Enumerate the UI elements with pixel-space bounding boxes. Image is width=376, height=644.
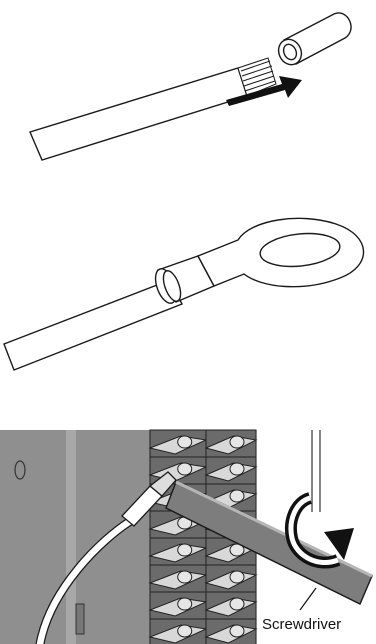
- terminal-screw: [230, 625, 244, 637]
- terminal-screw: [178, 625, 192, 637]
- wire-and-sleeve-illustration: [0, 0, 376, 170]
- terminal-screw: [178, 544, 192, 556]
- panel-hole: [15, 461, 25, 479]
- terminal-screw: [230, 463, 244, 475]
- ring-terminal-illustration: [0, 200, 376, 380]
- label-leader: [300, 588, 316, 610]
- wire-insulation: [4, 280, 182, 370]
- panel-slot: [76, 604, 84, 634]
- ring-terminal-panel: [0, 200, 376, 380]
- terminal-block-left: [150, 430, 206, 644]
- terminal-screw: [230, 490, 244, 502]
- terminal-screw: [230, 598, 244, 610]
- terminal-screw: [178, 598, 192, 610]
- terminal-screw: [230, 436, 244, 448]
- terminal-block-panel: Screwdriver: [0, 420, 376, 644]
- terminal-screw: [178, 463, 192, 475]
- screwdriver-label: Screwdriver: [262, 616, 341, 633]
- terminal-screw: [178, 571, 192, 583]
- terminal-screw: [178, 436, 192, 448]
- ring-terminal: [198, 218, 364, 286]
- panel-edge: [66, 430, 76, 644]
- terminal-block-illustration: Screwdriver: [0, 420, 376, 644]
- wire-and-sleeve-panel: [0, 0, 376, 170]
- insulating-sleeve: [275, 13, 352, 68]
- terminal-screw: [230, 571, 244, 583]
- wire-insulation: [30, 68, 247, 160]
